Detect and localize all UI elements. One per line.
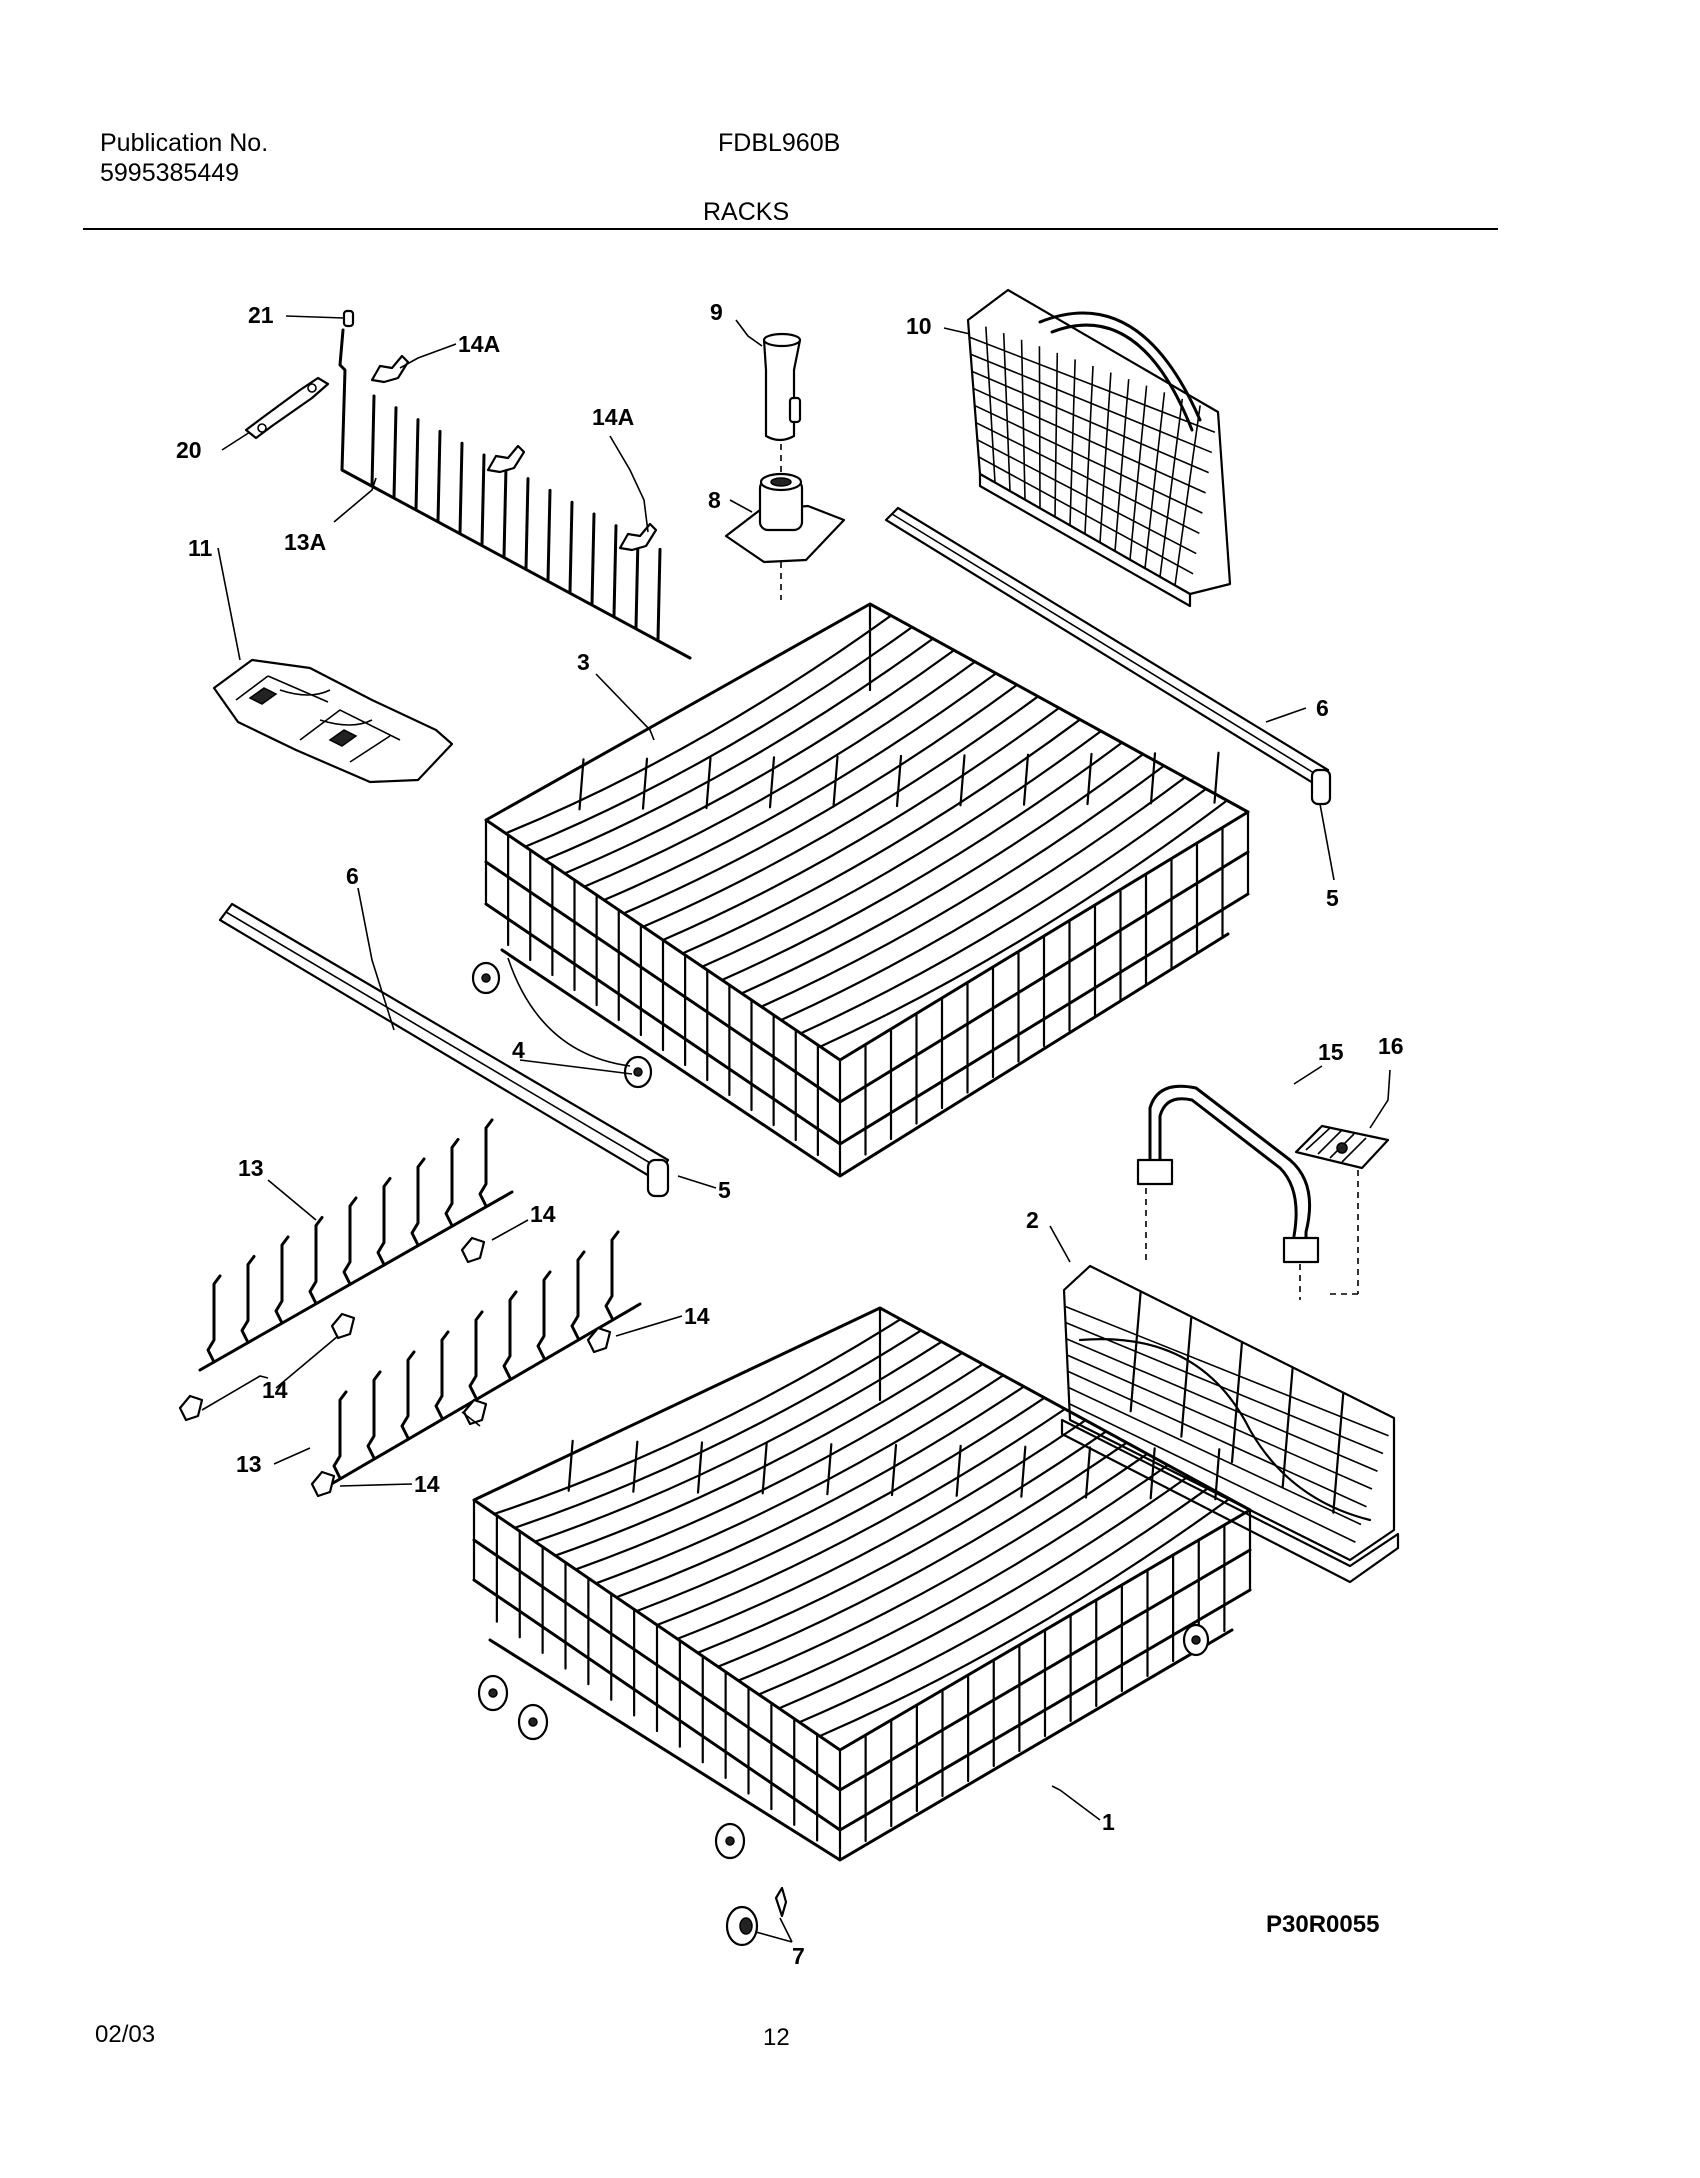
callout-14-left: 14 [262, 1377, 288, 1403]
callout-14-bottom: 14 [414, 1471, 440, 1497]
part-8-manifold [724, 472, 846, 600]
publication-label: Publication No. [100, 129, 269, 157]
part-14a-clips [370, 354, 658, 552]
header-divider [83, 228, 1498, 230]
callout-5-right: 5 [1326, 885, 1339, 911]
publication-date: 02/03 [95, 2021, 156, 2048]
part-6-left-rail [218, 902, 670, 1182]
callout-21: 21 [248, 302, 274, 328]
part-9-nozzle [762, 332, 802, 480]
callout-9: 9 [710, 299, 723, 325]
callout-13-top: 13 [238, 1155, 264, 1181]
part-10-basket [966, 288, 1232, 608]
publication-number: 5995385449 [100, 159, 240, 187]
callout-7: 7 [792, 1943, 805, 1969]
callout-11: 11 [188, 535, 213, 561]
part-3-upper-rack [484, 602, 1250, 1178]
model-number: FDBL960B [718, 129, 841, 157]
callout-13-bottom: 13 [236, 1451, 262, 1477]
part-6-right-rail [884, 506, 1330, 788]
callout-6-left: 6 [346, 863, 359, 889]
page-number: 12 [763, 2024, 790, 2051]
callout-labels: 21 14A 14A 20 13A 11 9 8 10 3 6 5 6 4 5 … [176, 299, 1404, 1969]
section-title: RACKS [703, 198, 790, 226]
part-5-right-end-cap [1310, 768, 1332, 806]
part-1-lower-rack [472, 1306, 1252, 1862]
part-13a-tine-row [338, 328, 692, 660]
callout-2: 2 [1026, 1207, 1039, 1233]
callout-20: 20 [176, 437, 202, 463]
callout-1: 1 [1102, 1809, 1115, 1835]
part-20-clip [244, 376, 330, 440]
callout-14-upper: 14 [530, 1201, 556, 1227]
callout-14a: 14A [458, 331, 500, 357]
part-7-wheel [725, 1886, 788, 1947]
part-15-handle [1136, 1084, 1320, 1264]
callout-10: 10 [906, 313, 932, 339]
part-2-silverware-basket [1060, 1264, 1400, 1584]
callout-13a: 13A [284, 529, 326, 555]
assembly-guide-lines [1145, 1170, 1359, 1300]
part-11-tray [212, 658, 454, 784]
figure-code: P30R0055 [1266, 1911, 1379, 1938]
part-21-cap [342, 309, 355, 328]
callout-8: 8 [708, 487, 721, 513]
callout-4: 4 [512, 1037, 525, 1063]
callout-6-right: 6 [1316, 695, 1329, 721]
leader-lines [201, 315, 1391, 1943]
part-13-tine-rows [198, 1118, 642, 1488]
part-1-rack-rollers [477, 1623, 1210, 1860]
callout-14-right: 14 [684, 1303, 710, 1329]
part-16-lid [1294, 1124, 1390, 1170]
callout-14a-second: 14A [592, 404, 634, 430]
callout-16: 16 [1378, 1033, 1404, 1059]
part-5-left-end-cap [646, 1158, 670, 1198]
part-4-rollers [471, 961, 653, 1089]
callout-3: 3 [577, 649, 590, 675]
callout-15: 15 [1318, 1039, 1344, 1065]
callout-5-left: 5 [718, 1177, 731, 1203]
